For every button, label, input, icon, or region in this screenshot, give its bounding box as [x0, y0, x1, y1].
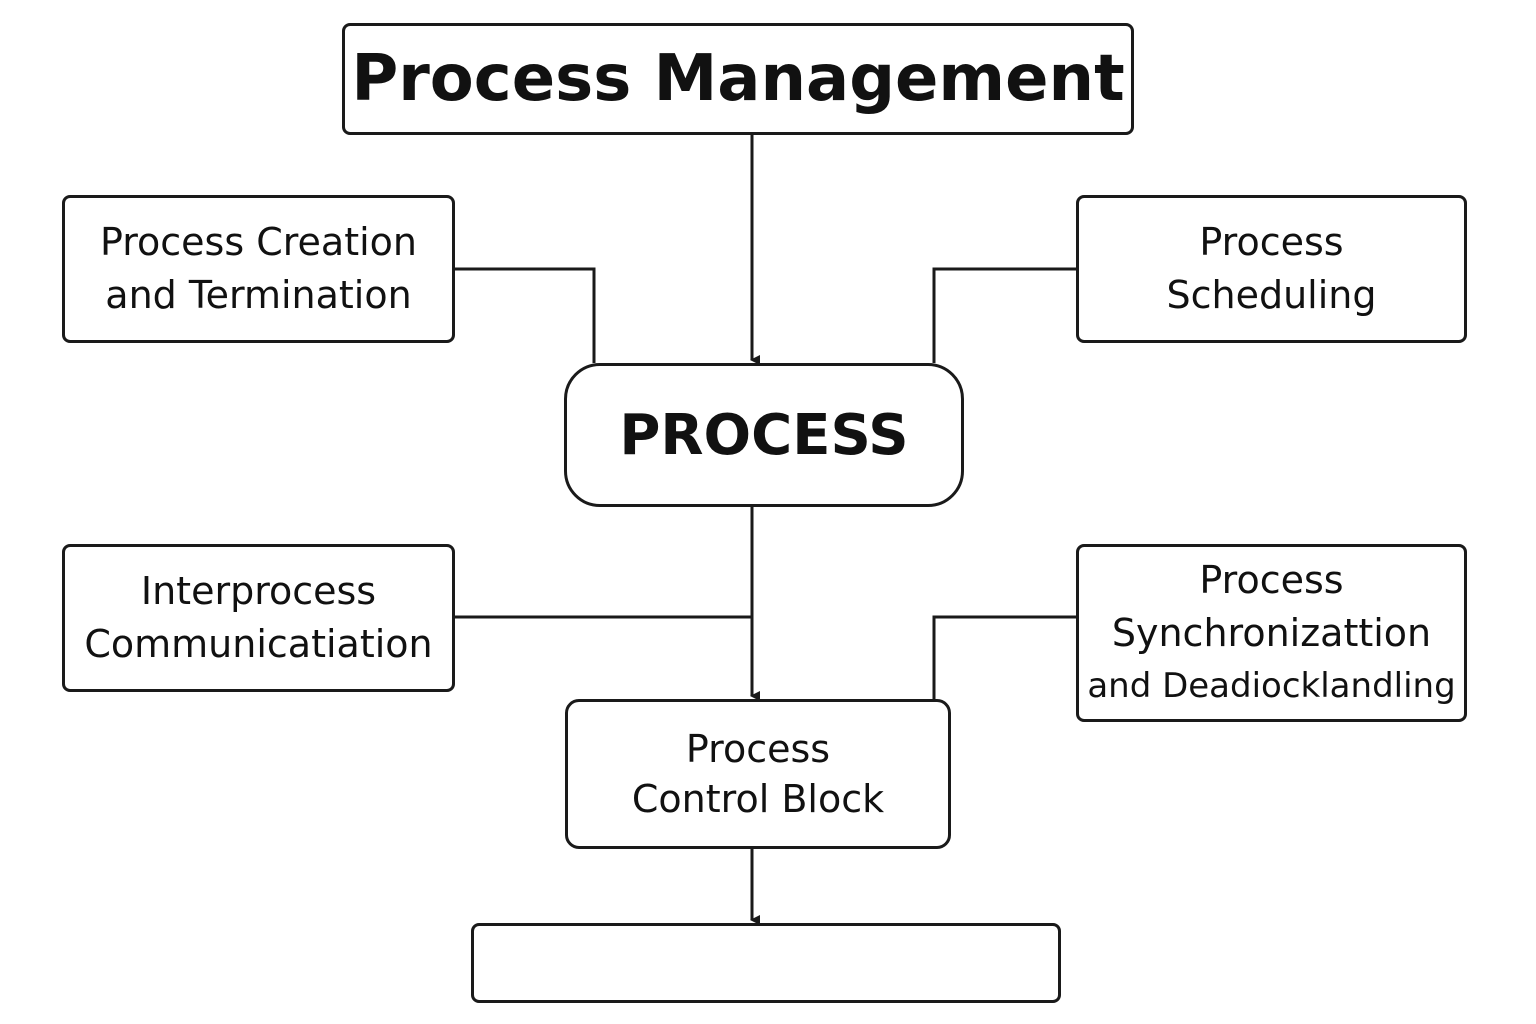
pcb-label-line2: Control Block: [631, 777, 885, 821]
process-synchronization-box: Process Synchronizattion and Deadiocklan…: [1076, 544, 1467, 722]
synchronization-label-line3: and Deadiocklandling: [1087, 665, 1456, 706]
connector-creation: [455, 267, 596, 363]
synchronization-label-line1: Process: [1199, 557, 1344, 602]
connector-scheduling: [932, 267, 1076, 363]
pcb-label-line1: Process: [685, 727, 831, 771]
process-center-box: PROCESS: [564, 363, 964, 507]
interprocess-communication-box: Interprocess Communicatiation: [62, 544, 455, 692]
process-creation-label-line1: Process Creation: [99, 220, 417, 264]
empty-bottom-box: [471, 923, 1061, 1003]
process-scheduling-box: Process Scheduling: [1076, 195, 1467, 343]
connector-sync: [932, 615, 1076, 699]
process-creation-label-line2: and Termination: [105, 273, 412, 317]
process-control-block-box: Process Control Block: [565, 699, 951, 849]
interprocess-label-line1: Interprocess: [140, 569, 377, 613]
process-center-label: PROCESS: [619, 402, 909, 468]
process-scheduling-label-line2: Scheduling: [1166, 273, 1377, 317]
synchronization-label-line2: Synchronizattion: [1111, 610, 1432, 655]
process-scheduling-label-line1: Process: [1199, 220, 1344, 264]
process-management-title: Process Management: [351, 42, 1125, 116]
process-creation-box: Process Creation and Termination: [62, 195, 455, 343]
process-management-box: Process Management: [342, 23, 1134, 135]
interprocess-label-line2: Communicatiation: [84, 622, 433, 666]
